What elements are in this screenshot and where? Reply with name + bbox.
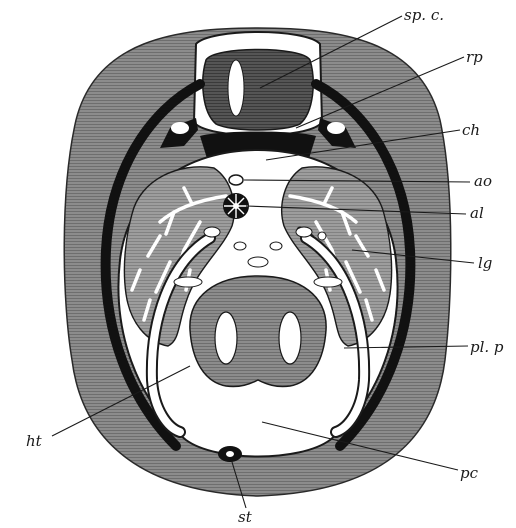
label-ch: ch bbox=[462, 121, 480, 139]
heart-chamber-right bbox=[279, 312, 301, 364]
label-al: al bbox=[470, 204, 484, 222]
heart bbox=[190, 276, 326, 387]
label-pl-p: pl. p bbox=[470, 338, 504, 356]
central-canal-right bbox=[270, 60, 286, 116]
label-rp: rp bbox=[466, 48, 483, 66]
aorta bbox=[229, 175, 243, 185]
sternum-core bbox=[226, 451, 234, 457]
heart-chamber-left bbox=[215, 312, 237, 364]
rib-foramen-right bbox=[327, 122, 345, 134]
rib-foramen-left bbox=[171, 122, 189, 134]
label-ht: ht bbox=[26, 432, 43, 450]
spinal-cord bbox=[203, 50, 313, 131]
label-ao: ao bbox=[474, 172, 492, 190]
label-st: st bbox=[238, 508, 253, 526]
label-sp-c: sp. c. bbox=[404, 6, 444, 24]
label-lg: lg bbox=[478, 254, 492, 272]
central-canal-white bbox=[230, 62, 242, 114]
alimentary-lumen bbox=[233, 203, 239, 209]
label-pc: pc bbox=[460, 464, 479, 482]
